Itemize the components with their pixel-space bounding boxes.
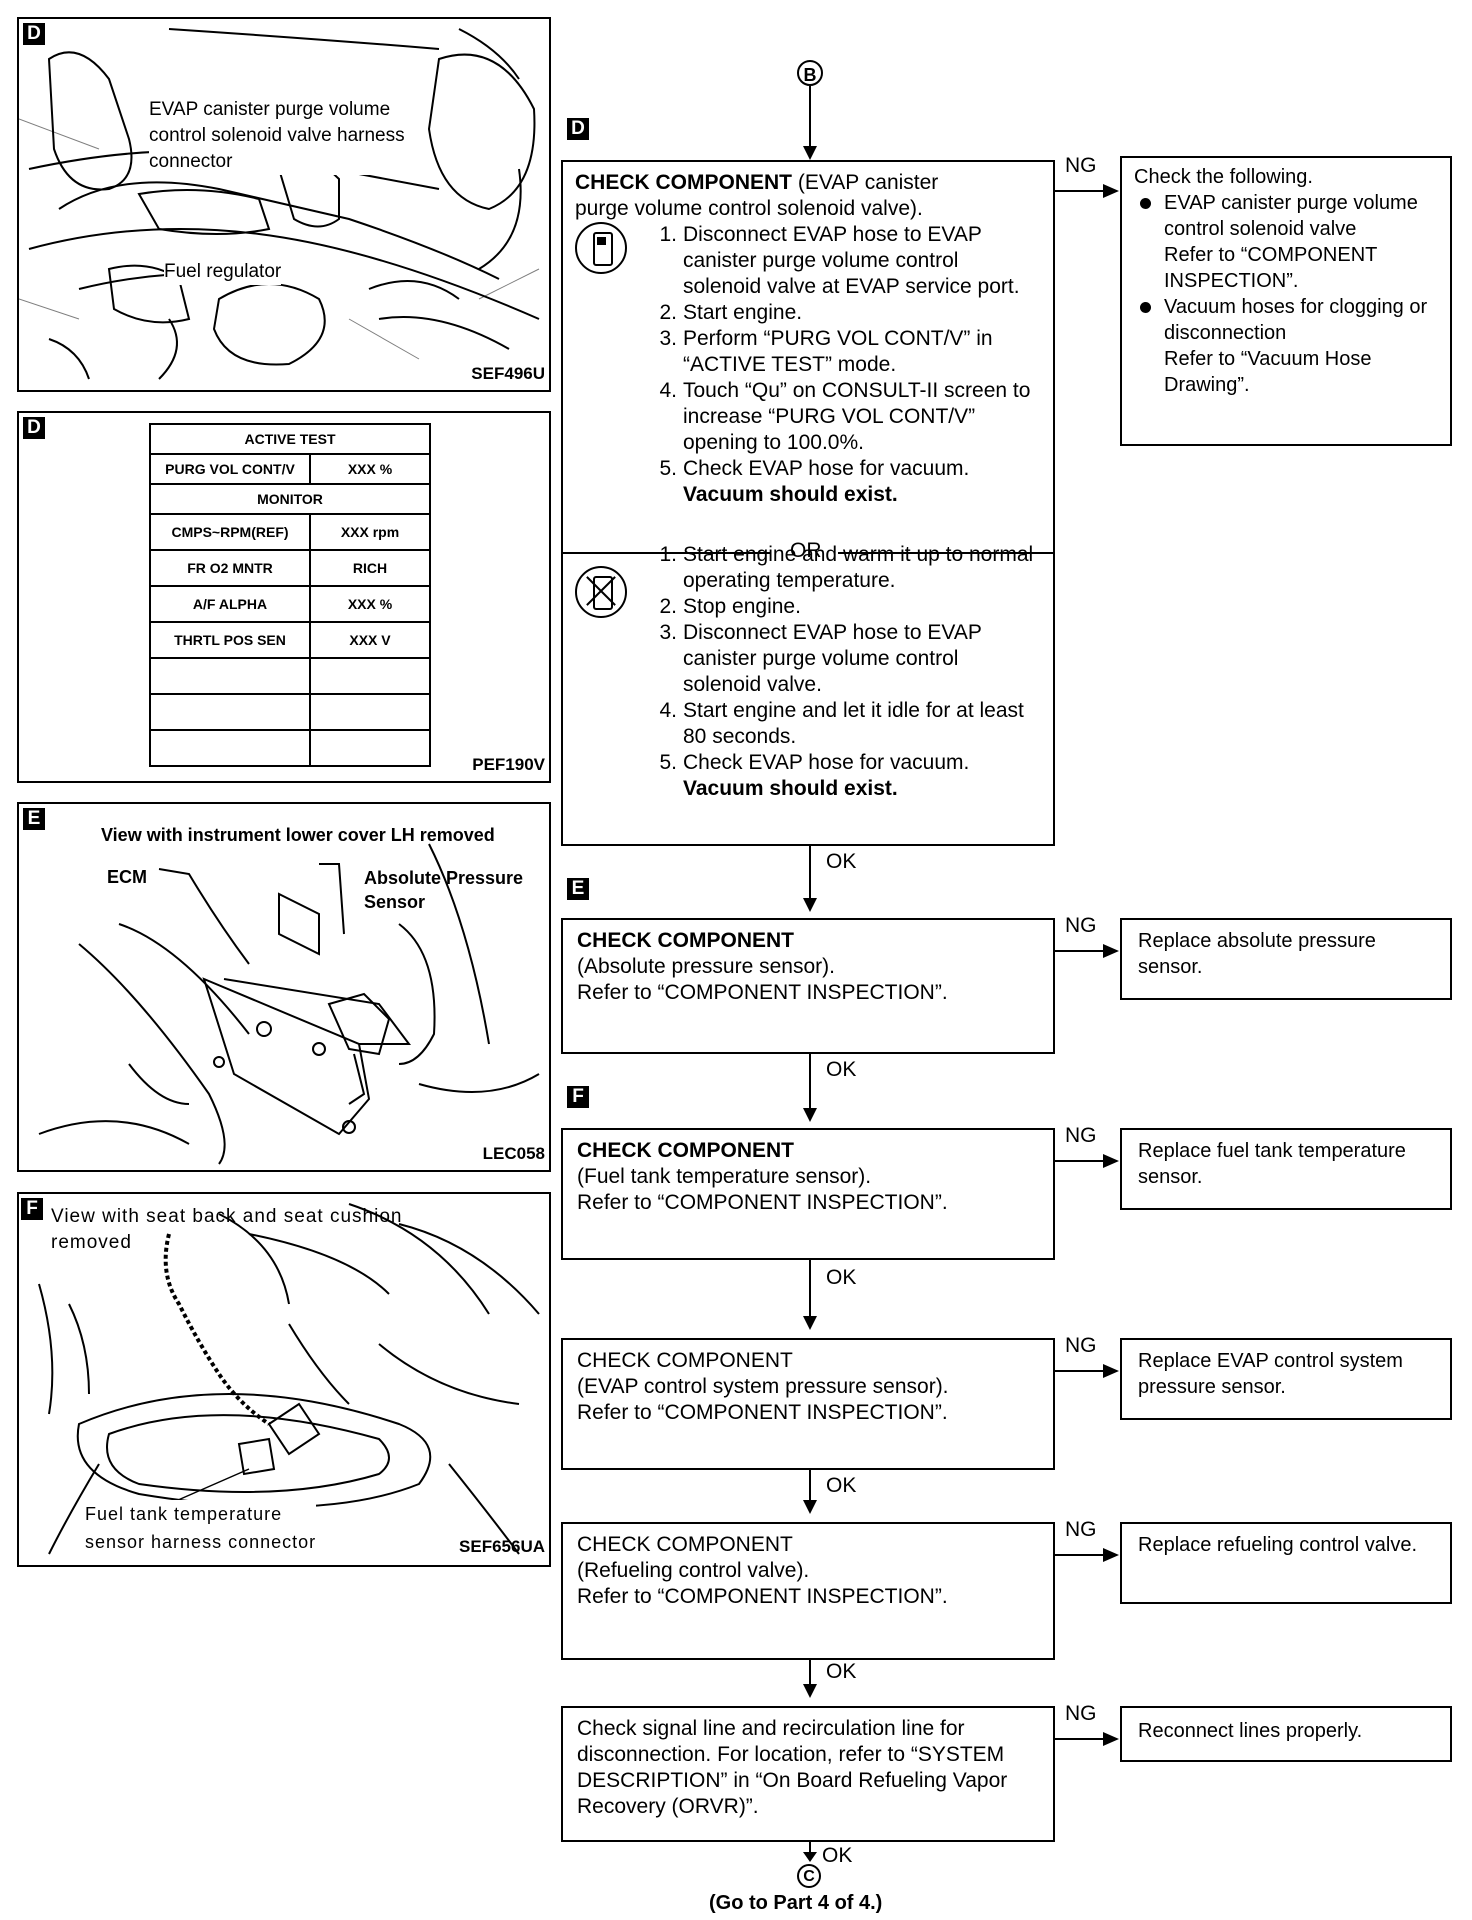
consult-screen-panel: D ACTIVE TEST PURG VOL CONT/V XXX % MONI… bbox=[17, 411, 551, 783]
illustration-fuel-tank-sensor: F View with seat back and seat cushion r… bbox=[17, 1192, 551, 1567]
arrow bbox=[803, 1852, 817, 1862]
fuel-tank-drawing bbox=[38, 1203, 540, 1555]
no-tools-icon bbox=[575, 566, 627, 618]
view-caption: View with instrument lower cover LH remo… bbox=[101, 825, 495, 845]
connector-line bbox=[1055, 190, 1105, 192]
check-absolute-pressure-box: CHECK COMPONENT (Absolute pressure senso… bbox=[561, 918, 1055, 1054]
arrow bbox=[1103, 184, 1119, 198]
arrow bbox=[803, 898, 817, 912]
connector-line bbox=[809, 1054, 811, 1108]
table-row bbox=[149, 693, 431, 731]
ok-label: OK bbox=[826, 850, 857, 873]
label-evap-connector: EVAP canister purge volume control solen… bbox=[149, 97, 405, 175]
ng-label: NG bbox=[1065, 1518, 1097, 1541]
ok-label: OK bbox=[826, 1058, 857, 1081]
consult-tool-icon bbox=[575, 222, 627, 274]
ng-label: NG bbox=[1065, 1702, 1097, 1725]
figure-code: LEC058 bbox=[482, 1144, 545, 1163]
or-label: OR bbox=[790, 539, 822, 562]
arrow bbox=[1103, 1548, 1119, 1562]
consult-procedure: 1.Disconnect EVAP hose to EVAP canister … bbox=[659, 223, 1031, 506]
sensor-drawing bbox=[38, 843, 540, 1165]
table-header: ACTIVE TEST bbox=[149, 423, 431, 455]
label-fuel-tank-connector: Fuel tank temperature sensor harness con… bbox=[85, 1500, 317, 1556]
ng-label: NG bbox=[1065, 1124, 1097, 1147]
section-letter: E bbox=[567, 878, 589, 900]
arrow bbox=[1103, 1732, 1119, 1746]
ng-result-box-6: Reconnect lines properly. bbox=[1120, 1706, 1452, 1762]
check-evap-pressure-sensor-box: CHECK COMPONENT (EVAP control system pre… bbox=[561, 1338, 1055, 1470]
ng-result-box-4: Replace EVAP control system pressure sen… bbox=[1120, 1338, 1452, 1420]
figure-code: PEF190V bbox=[472, 755, 545, 774]
active-test-table: ACTIVE TEST PURG VOL CONT/V XXX % MONITO… bbox=[149, 423, 431, 767]
ok-label: OK bbox=[826, 1266, 857, 1289]
table-row bbox=[149, 729, 431, 767]
ng-label: NG bbox=[1065, 914, 1097, 937]
arrow bbox=[803, 1108, 817, 1122]
arrow bbox=[803, 146, 817, 160]
arrow bbox=[803, 1316, 817, 1330]
end-connector: C bbox=[797, 1864, 821, 1888]
connector-line bbox=[809, 1470, 811, 1500]
section-letter: D bbox=[23, 23, 45, 45]
illustration-evap-solenoid: D EVAP canister purge volume c bbox=[17, 17, 551, 392]
table-row: CMPS~RPM(REF)XXX rpm bbox=[149, 513, 431, 551]
section-letter: E bbox=[23, 808, 45, 830]
arrow bbox=[1103, 944, 1119, 958]
connector-line bbox=[809, 1660, 811, 1684]
section-letter: F bbox=[567, 1086, 589, 1108]
active-test-value: XXX % bbox=[309, 453, 431, 485]
figure-code: SEF496U bbox=[471, 364, 545, 383]
section-letter: F bbox=[21, 1198, 43, 1220]
label-fuel-regulator: Fuel regulator bbox=[164, 259, 282, 285]
section-letter: D bbox=[567, 118, 589, 140]
connector-line bbox=[1055, 1370, 1105, 1372]
connector-line bbox=[809, 1842, 811, 1854]
ng-result-box-2: Replace absolute pressure sensor. bbox=[1120, 918, 1452, 1000]
ng-result-box-5: Replace refueling control valve. bbox=[1120, 1522, 1452, 1604]
no-tools-procedure: 1.Start engine and warm it up to normal … bbox=[659, 543, 1034, 800]
active-test-item: PURG VOL CONT/V bbox=[149, 453, 311, 485]
connector-line bbox=[809, 1260, 811, 1316]
arrow bbox=[1103, 1364, 1119, 1378]
or-divider-right bbox=[838, 552, 1054, 554]
ng-result-box-1: Check the following. EVAP canister purge… bbox=[1120, 156, 1452, 446]
check-evap-solenoid-box: CHECK COMPONENT (EVAP canister purge vol… bbox=[561, 160, 1055, 846]
figure-code: SEF656UA bbox=[459, 1537, 545, 1556]
check-signal-line-box: Check signal line and recirculation line… bbox=[561, 1706, 1055, 1842]
connector-line bbox=[1055, 1738, 1105, 1740]
ok-label: OK bbox=[822, 1844, 853, 1867]
table-row bbox=[149, 657, 431, 695]
check-fuel-tank-temp-box: CHECK COMPONENT (Fuel tank temperature s… bbox=[561, 1128, 1055, 1260]
arrow bbox=[803, 1500, 817, 1514]
ng-label: NG bbox=[1065, 154, 1097, 177]
arrow bbox=[803, 1684, 817, 1698]
engine-bay-drawing bbox=[19, 28, 540, 380]
ok-label: OK bbox=[826, 1660, 857, 1683]
connector-line bbox=[1055, 950, 1105, 952]
ng-label: NG bbox=[1065, 1334, 1097, 1357]
label-absolute-pressure-sensor: Absolute Pressure Sensor bbox=[364, 868, 524, 912]
ng-result-box-3: Replace fuel tank temperature sensor. bbox=[1120, 1128, 1452, 1210]
check-refueling-valve-box: CHECK COMPONENT (Refueling control valve… bbox=[561, 1522, 1055, 1660]
connector-line bbox=[809, 86, 811, 146]
ok-label: OK bbox=[826, 1474, 857, 1497]
or-divider-left bbox=[562, 552, 770, 554]
section-letter: D bbox=[23, 417, 45, 439]
monitor-header: MONITOR bbox=[149, 483, 431, 515]
view-caption: View with seat back and seat cushion rem… bbox=[51, 1206, 403, 1253]
start-connector: B bbox=[797, 60, 823, 86]
label-ecm: ECM bbox=[107, 867, 147, 887]
go-to-part-note: (Go to Part 4 of 4.) bbox=[709, 1892, 883, 1914]
connector-line bbox=[1055, 1160, 1105, 1162]
connector-line bbox=[1055, 1554, 1105, 1556]
illustration-absolute-pressure-sensor: E View with instrument lower cover LH re… bbox=[17, 802, 551, 1172]
connector-line bbox=[809, 846, 811, 898]
arrow bbox=[1103, 1154, 1119, 1168]
